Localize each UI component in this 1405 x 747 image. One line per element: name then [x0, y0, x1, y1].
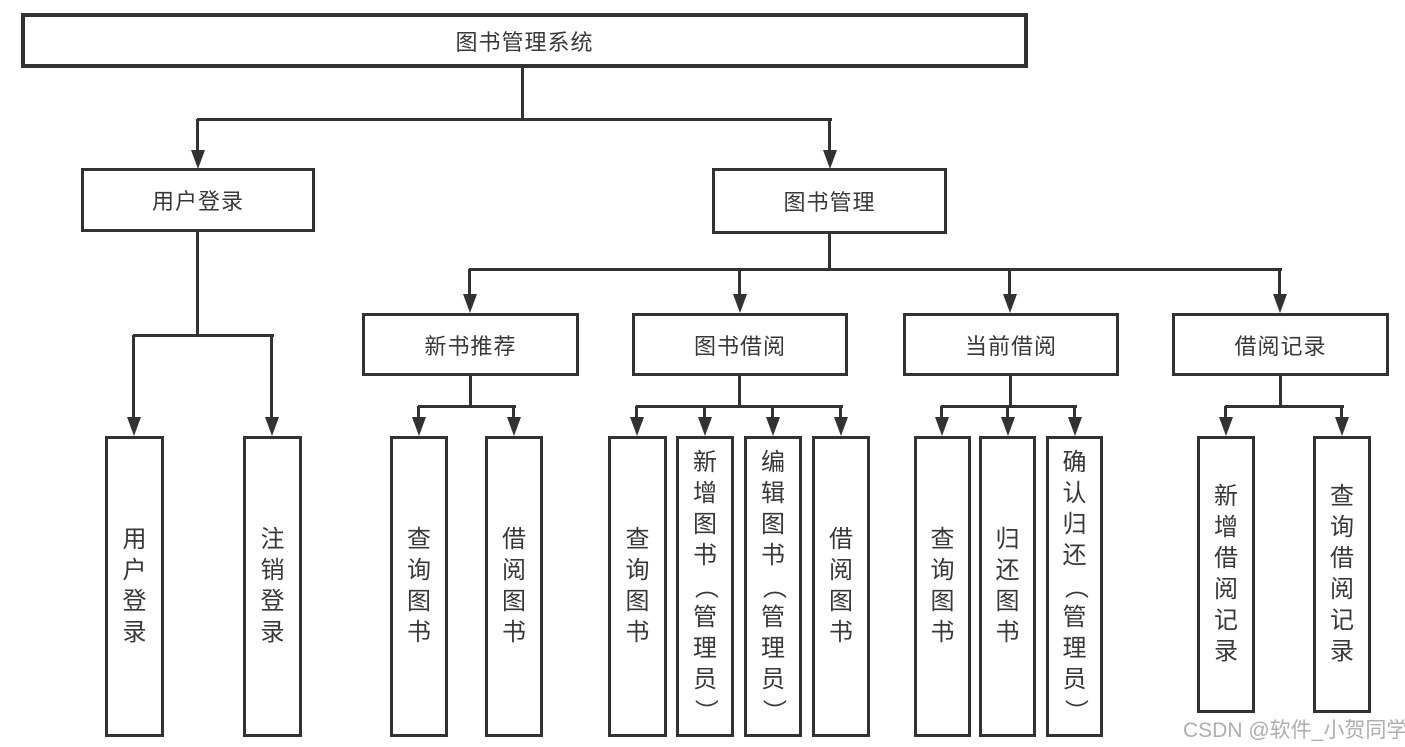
leaf-return-books: 归还图书: [979, 436, 1036, 737]
leaf-edit-books-admin-label: 编辑图书（管理员）: [760, 448, 787, 723]
down-arrow: [1068, 406, 1082, 436]
node-user-login: 用户登录: [81, 168, 315, 232]
down-arrow: [935, 406, 949, 436]
down-arrow: [1003, 269, 1017, 313]
leaf-edit-books-admin: 编辑图书（管理员）: [744, 436, 802, 737]
node-current-borrow: 当前借阅: [903, 313, 1119, 376]
leaf-borrow-books-1-label: 借阅图书: [502, 526, 526, 646]
connector-book-management-branch: [469, 268, 1282, 271]
leaf-query-books-1: 查询图书: [390, 436, 448, 737]
down-arrow: [412, 406, 426, 436]
down-arrow: [733, 269, 747, 313]
leaf-confirm-return-admin-label: 确认归还（管理员）: [1061, 448, 1089, 723]
connector-root-stem: [521, 66, 524, 120]
connector-borrow-records-stem: [1279, 376, 1282, 407]
connector-current-borrow-stem: [1009, 376, 1012, 407]
leaf-add-books-admin-label: 新增图书（管理员）: [692, 448, 719, 723]
down-arrow: [1219, 406, 1233, 436]
leaf-confirm-return-admin: 确认归还（管理员）: [1046, 436, 1103, 737]
node-root: 图书管理系统: [21, 13, 1028, 68]
leaf-borrow-books-2-label: 借阅图书: [829, 526, 853, 646]
connector-book-borrow-branch: [636, 405, 843, 408]
leaf-user-login: 用户登录: [105, 436, 164, 737]
down-arrow: [463, 269, 477, 313]
down-arrow: [698, 406, 712, 436]
leaf-query-books-2: 查询图书: [608, 436, 667, 737]
node-new-book-recommend-label: 新书推荐: [424, 333, 517, 359]
down-arrow: [1335, 406, 1349, 436]
down-arrow: [507, 406, 521, 436]
leaf-query-borrow-record: 查询借阅记录: [1313, 436, 1371, 713]
node-root-label: 图书管理系统: [455, 29, 594, 55]
leaf-logout: 注销登录: [243, 436, 302, 737]
leaf-user-login-label: 用户登录: [122, 526, 147, 646]
node-borrow-records-label: 借阅记录: [1234, 333, 1327, 359]
node-current-borrow-label: 当前借阅: [964, 333, 1057, 359]
down-arrow: [127, 335, 141, 436]
down-arrow: [766, 406, 780, 436]
leaf-add-borrow-record: 新增借阅记录: [1197, 436, 1255, 713]
down-arrow: [265, 335, 279, 436]
connector-current-borrow-branch: [941, 405, 1077, 408]
connector-new-book-branch: [418, 405, 516, 408]
csdn-watermark: CSDN @软件_小贺同学: [1183, 719, 1405, 742]
connector-borrow-records-branch: [1225, 405, 1344, 408]
down-arrow: [191, 119, 205, 169]
leaf-query-borrow-record-label: 查询借阅记录: [1330, 483, 1354, 665]
node-book-management: 图书管理: [712, 168, 947, 234]
node-book-borrow: 图书借阅: [632, 313, 848, 376]
leaf-borrow-books-2: 借阅图书: [812, 436, 870, 737]
node-user-login-label: 用户登录: [151, 189, 244, 214]
leaf-query-books-2-label: 查询图书: [625, 526, 650, 646]
leaf-return-books-label: 归还图书: [995, 526, 1020, 646]
leaf-borrow-books-1: 借阅图书: [485, 436, 543, 737]
node-book-borrow-label: 图书借阅: [693, 333, 786, 359]
leaf-query-books-1-label: 查询图书: [407, 526, 431, 646]
down-arrow: [834, 406, 848, 436]
connector-new-book-stem: [469, 376, 472, 407]
leaf-logout-label: 注销登录: [260, 526, 285, 646]
down-arrow: [1273, 269, 1287, 313]
node-new-book-recommend: 新书推荐: [362, 313, 579, 376]
node-borrow-records: 借阅记录: [1172, 313, 1389, 376]
leaf-query-books-3-label: 查询图书: [930, 526, 955, 646]
connector-book-borrow-stem: [738, 376, 741, 407]
down-arrow: [1001, 406, 1015, 436]
down-arrow: [630, 406, 644, 436]
connector-user-login-stem: [196, 231, 199, 336]
connector-user-login-branch: [133, 334, 274, 337]
leaf-query-books-3: 查询图书: [914, 436, 971, 737]
node-book-management-label: 图书管理: [783, 190, 876, 215]
connector-root-branch: [197, 118, 832, 121]
leaf-add-books-admin: 新增图书（管理员）: [676, 436, 734, 737]
leaf-add-borrow-record-label: 新增借阅记录: [1214, 483, 1238, 665]
down-arrow: [823, 119, 837, 169]
connector-book-management-stem: [828, 233, 831, 270]
